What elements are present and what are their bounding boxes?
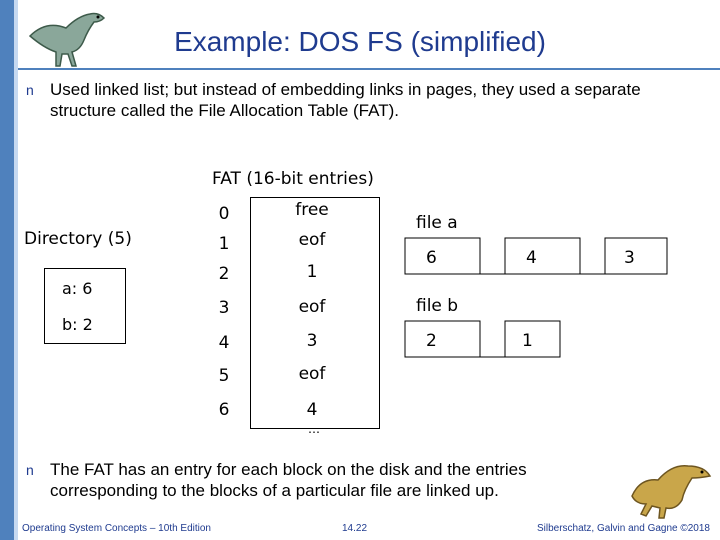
fat-index: 0: [218, 204, 230, 224]
fat-value: eof: [298, 364, 326, 384]
fat-index: 3: [218, 298, 230, 318]
slide-title: Example: DOS FS (simplified): [174, 26, 546, 57]
fat-index: 2: [218, 264, 230, 284]
fat-index: 1: [218, 234, 230, 254]
file-b-block: 2: [426, 331, 437, 351]
fat-value: free: [295, 200, 329, 220]
bullet-text-2: The FAT has an entry for each block on t…: [50, 460, 527, 500]
footer-right: Silberschatz, Galvin and Gagne ©2018: [536, 523, 710, 534]
bullet-marker: n: [26, 462, 34, 478]
fat-index: 6: [218, 400, 230, 420]
file-b-block: 1: [522, 331, 533, 351]
file-a-box: [504, 237, 581, 275]
file-b-box: [504, 320, 561, 358]
fat-table-box: [250, 197, 380, 429]
fat-value: eof: [298, 230, 326, 250]
sidebar-light-bar: [14, 0, 18, 540]
file-a-box: [604, 237, 668, 275]
fat-value: 1: [306, 262, 318, 282]
file-a-box: [404, 237, 481, 275]
bullet-text-1: Used linked list; but instead of embeddi…: [50, 80, 641, 120]
directory-entry-b: b: 2: [62, 315, 93, 334]
fat-ellipsis: …: [308, 422, 320, 436]
sidebar-accent-bar: [0, 0, 14, 540]
file-b-label: file b: [416, 296, 459, 316]
fat-index: 5: [218, 366, 230, 386]
bullet-marker: n: [26, 82, 34, 98]
file-a-block: 6: [426, 248, 437, 268]
directory-box: [44, 268, 126, 344]
footer-center: 14.22: [342, 523, 368, 534]
fat-index: 4: [218, 333, 230, 353]
title-rule: [18, 68, 720, 70]
directory-entry-a: a: 6: [62, 279, 93, 298]
fat-value: 3: [306, 331, 318, 351]
fat-value: 4: [306, 400, 318, 420]
fat-value: eof: [298, 297, 326, 317]
directory-label: Directory (5): [24, 229, 132, 249]
fat-label: FAT (16-bit entries): [212, 169, 374, 189]
file-a-block: 4: [526, 248, 537, 268]
dinosaur-logo-icon: [28, 12, 106, 67]
file-a-label: file a: [416, 213, 458, 233]
file-b-box: [404, 320, 481, 358]
footer-left: Operating System Concepts – 10th Edition: [22, 523, 211, 534]
file-a-block: 3: [624, 248, 635, 268]
dinosaur-decoration-icon: [631, 465, 712, 519]
